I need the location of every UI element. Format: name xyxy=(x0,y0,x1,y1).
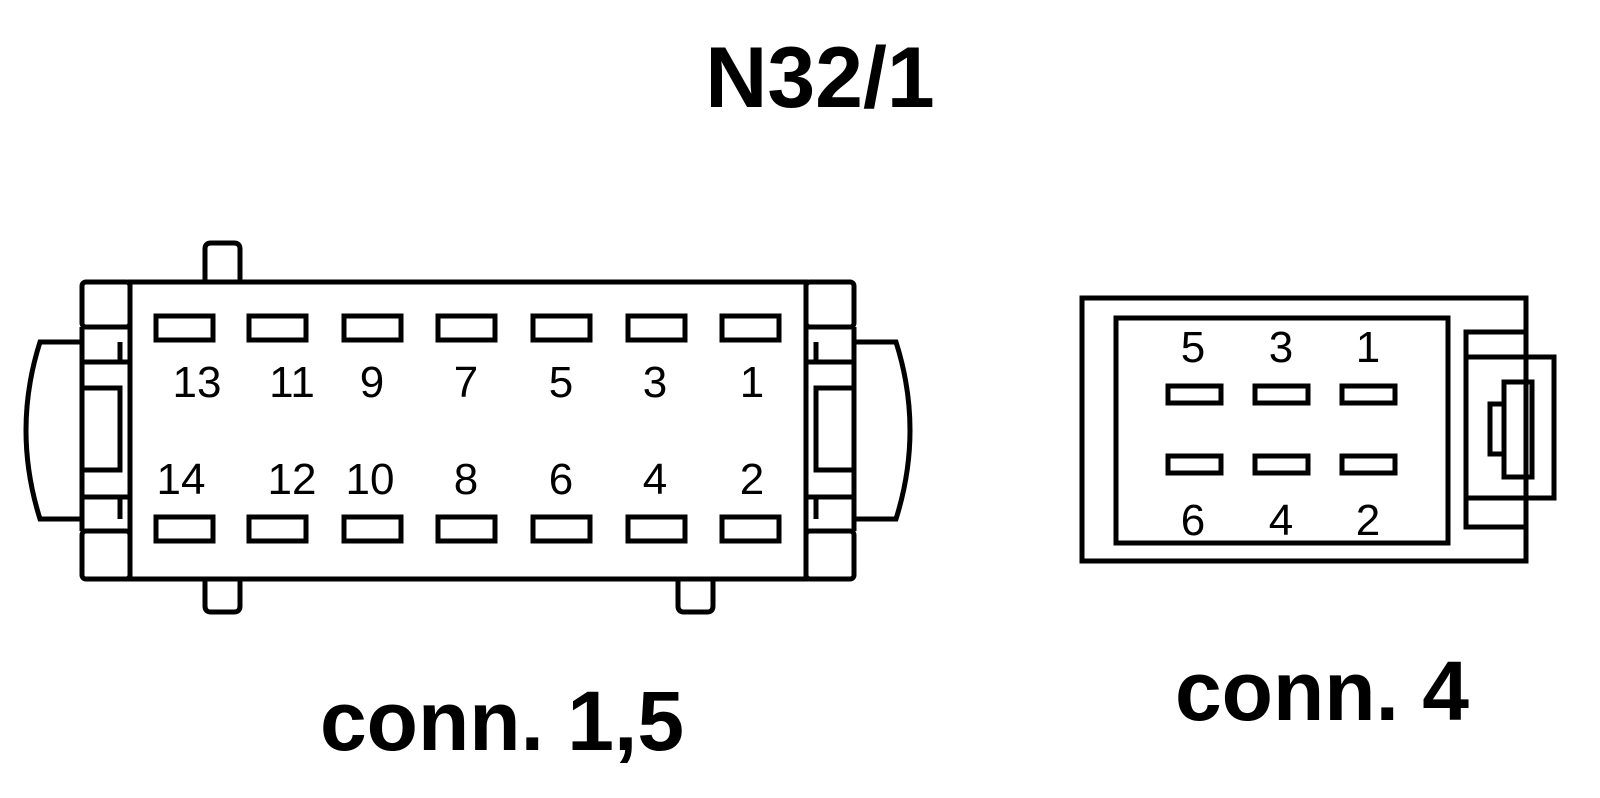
connector-4-latch-tip xyxy=(1487,401,1507,457)
pin-slot-6 xyxy=(530,514,593,544)
connector-4-latch-arm xyxy=(1463,354,1557,501)
bottom-key-tab xyxy=(675,579,716,615)
bottom-pin-labels: 14 12 10 8 6 4 2 xyxy=(157,455,765,504)
bottom-pin-slot-row xyxy=(153,514,782,544)
pin-label: 14 xyxy=(157,455,206,504)
pin-slot-6 xyxy=(1165,453,1224,476)
diagram-title: N32/1 xyxy=(705,30,935,126)
pin-slot-12 xyxy=(246,514,309,544)
pin-label: 12 xyxy=(268,455,317,504)
corner-latch xyxy=(79,528,133,582)
pin-slot-7 xyxy=(435,313,498,343)
connector-4-latch xyxy=(1463,298,1529,561)
pin-label: 1 xyxy=(1356,323,1380,372)
pin-label: 4 xyxy=(1269,496,1293,545)
pin-slot-5 xyxy=(1165,383,1224,406)
top-pin-slot-row xyxy=(1165,383,1398,406)
bottom-pin-labels: 6 4 2 xyxy=(1181,496,1380,545)
pin-label: 10 xyxy=(346,455,395,504)
pin-label: 11 xyxy=(269,358,315,407)
connector-1-5-caption: conn. 1,5 xyxy=(320,674,684,768)
pin-slot-8 xyxy=(435,514,498,544)
pin-label: 1 xyxy=(740,358,764,407)
pin-slot-3 xyxy=(625,313,688,343)
pin-slot-11 xyxy=(246,313,309,343)
connector-4-caption: conn. 4 xyxy=(1175,644,1469,738)
pin-label: 6 xyxy=(1181,496,1205,545)
connector-4-pin-field xyxy=(1113,315,1451,546)
pin-label: 6 xyxy=(549,455,573,504)
pin-label: 2 xyxy=(1356,496,1380,545)
left-side-lock xyxy=(23,339,85,522)
corner-latch xyxy=(803,279,857,330)
pin-slot-4 xyxy=(1252,453,1311,476)
pin-slot-3 xyxy=(1252,383,1311,406)
pin-slot-2 xyxy=(1339,453,1398,476)
pin-label: 7 xyxy=(454,358,478,407)
pin-slot-1 xyxy=(719,313,782,343)
pin-slot-4 xyxy=(625,514,688,544)
corner-latch xyxy=(79,279,133,330)
left-lock-slot xyxy=(79,385,123,473)
pin-slot-10 xyxy=(341,514,404,544)
top-pin-slot-row xyxy=(153,313,782,343)
pin-label: 5 xyxy=(549,358,573,407)
top-key-tab xyxy=(202,240,243,282)
pin-label: 2 xyxy=(740,455,764,504)
connector-1-5: 13 11 9 7 5 3 1 14 12 10 8 6 4 2 conn. 1… xyxy=(23,240,913,768)
pin-slot-13 xyxy=(153,313,216,343)
pin-label: 9 xyxy=(360,358,384,407)
bottom-key-tab xyxy=(202,579,243,615)
pin-label: 13 xyxy=(173,358,222,407)
pin-slot-14 xyxy=(153,514,216,544)
right-side-lock xyxy=(851,339,913,522)
pin-label: 8 xyxy=(454,455,478,504)
pin-label: 3 xyxy=(1269,323,1293,372)
pin-slot-9 xyxy=(341,313,404,343)
corner-latch xyxy=(803,528,857,582)
top-pin-labels: 5 3 1 xyxy=(1181,323,1380,372)
pin-label: 5 xyxy=(1181,323,1205,372)
pin-slot-2 xyxy=(719,514,782,544)
pin-label: 3 xyxy=(643,358,667,407)
pin-label: 4 xyxy=(643,455,667,504)
top-pin-labels: 13 11 9 7 5 3 1 xyxy=(173,358,765,407)
connector-1-5-body xyxy=(127,279,809,582)
connector-4-housing xyxy=(1079,295,1529,564)
connector-4: 5 3 1 6 4 2 conn. 4 xyxy=(1079,295,1557,738)
pin-slot-1 xyxy=(1339,383,1398,406)
bottom-pin-slot-row xyxy=(1165,453,1398,476)
right-lock-slot xyxy=(813,385,857,473)
pin-slot-5 xyxy=(530,313,593,343)
